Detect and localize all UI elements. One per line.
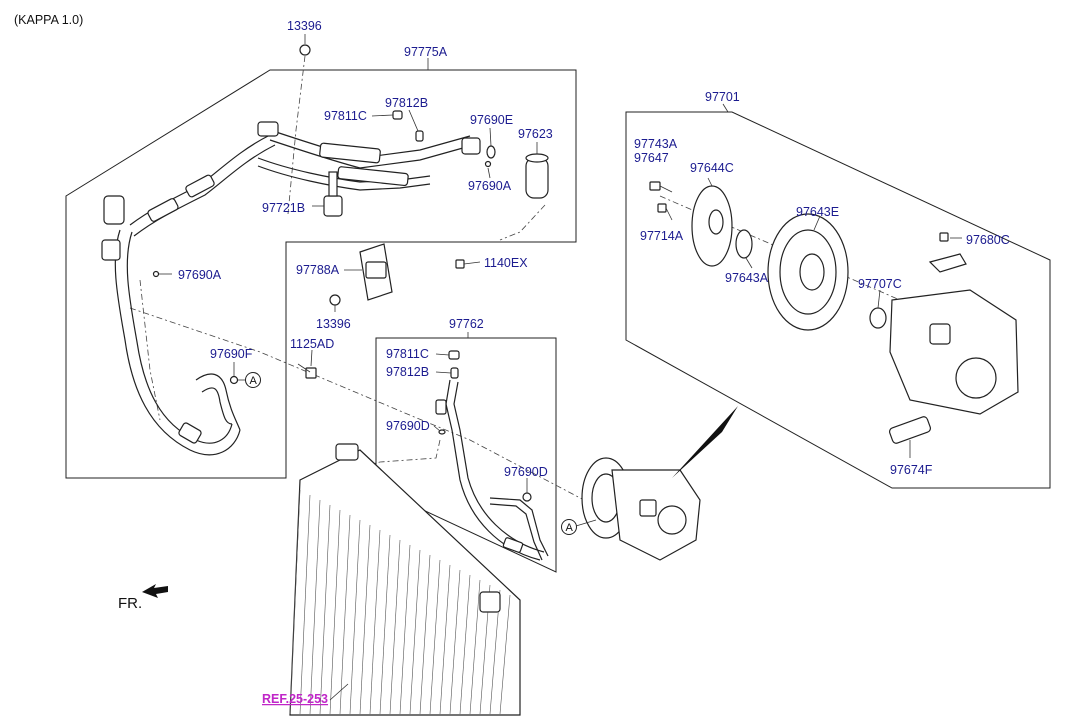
label-97690A-mid: 97690A — [468, 179, 512, 193]
connection-marker-a-upper: A — [245, 372, 261, 388]
label-97775A: 97775A — [404, 45, 448, 59]
valve-97812B-low — [450, 367, 459, 379]
label-97690F: 97690F — [210, 347, 253, 361]
label-97707C: 97707C — [858, 277, 902, 291]
oring-97690D-left — [438, 429, 446, 435]
align-line-left-drop — [139, 279, 161, 421]
group-box-97775A — [65, 69, 577, 479]
label-97812B-low: 97812B — [386, 365, 429, 379]
bracket-97788A — [359, 243, 393, 301]
bolt-97714A — [657, 203, 673, 221]
label-1125AD: 1125AD — [290, 337, 334, 351]
label-97701: 97701 — [705, 90, 740, 104]
label-97690D-right: 97690D — [504, 465, 548, 479]
cap-97811C-top — [392, 110, 403, 120]
label-97680C: 97680C — [966, 233, 1010, 247]
ref-25-253-link[interactable]: REF.25-253 — [262, 692, 328, 706]
condenser-fin — [319, 504, 331, 715]
oring-97690A-left — [152, 270, 160, 278]
align-line-13396 — [287, 55, 306, 215]
align-line-97762-low — [349, 439, 441, 471]
label-97644C: 97644C — [690, 161, 734, 175]
compressor-assembly — [581, 457, 701, 561]
condenser-fin — [309, 499, 321, 715]
receiver-drier-97623 — [525, 153, 549, 199]
clutch-hub-97644C — [691, 185, 733, 267]
label-97647: 97647 — [634, 151, 669, 165]
valve-97812B-top — [415, 130, 424, 142]
label-13396-top: 13396 — [287, 19, 322, 33]
oring-97690E — [486, 145, 496, 159]
label-97690E: 97690E — [470, 113, 513, 127]
oring-97690A-mid — [484, 160, 492, 168]
label-97674F: 97674F — [890, 463, 933, 477]
pulley-97643E — [767, 213, 849, 331]
compressor-pointer-arrow — [672, 406, 738, 478]
front-orientation-indicator: FR. — [118, 584, 168, 612]
condenser-fin — [419, 554, 431, 715]
label-97623: 97623 — [518, 127, 553, 141]
condenser-fin — [409, 549, 421, 715]
condenser-fin — [499, 594, 511, 715]
condenser-fin — [449, 569, 461, 715]
label-97643E: 97643E — [796, 205, 839, 219]
bolt-97743A — [649, 181, 673, 193]
label-1140EX: 1140EX — [484, 256, 528, 270]
label-97812B-top: 97812B — [385, 96, 428, 110]
condenser-fin — [389, 539, 401, 715]
label-97811C-top: 97811C — [324, 109, 367, 123]
nut-13396-top — [299, 44, 311, 56]
connection-marker-a-lower: A — [561, 519, 577, 535]
condenser-fin — [289, 489, 301, 715]
condenser-fin — [369, 529, 381, 715]
leader-lines — [159, 34, 962, 701]
align-line-receiver — [499, 204, 546, 241]
label-97762: 97762 — [449, 317, 484, 331]
label-97714A: 97714A — [640, 229, 684, 243]
valve-97674F — [888, 416, 932, 444]
condenser-fin — [329, 509, 341, 715]
condenser-radiator — [289, 443, 521, 716]
coil-97707C — [869, 307, 887, 329]
bolt-1125AD — [297, 363, 317, 379]
condenser-fin — [299, 494, 311, 715]
cap-97811C-low — [448, 350, 460, 360]
variant-title: (KAPPA 1.0) — [14, 13, 83, 27]
snap-ring-97643A — [735, 229, 753, 259]
front-label: FR. — [118, 595, 142, 612]
group-box-97762 — [375, 337, 557, 573]
nut-13396-mid — [329, 294, 341, 306]
condenser-fin — [429, 559, 441, 715]
oring-97690F — [229, 375, 239, 385]
screw-97680C — [928, 232, 967, 273]
label-97643A: 97643A — [725, 271, 769, 285]
hose-assembly-97762 — [435, 379, 549, 561]
group-box-97701 — [625, 111, 1051, 489]
condenser-fin — [469, 579, 481, 715]
svg-text:A: A — [566, 522, 574, 534]
label-97743A: 97743A — [634, 137, 678, 151]
condenser-fin — [439, 564, 451, 715]
svg-text:A: A — [250, 375, 258, 387]
hose-assembly-97775A — [101, 121, 481, 456]
label-13396-mid: 13396 — [316, 317, 351, 331]
align-line-hose-to-condenser — [129, 307, 585, 501]
label-97721B: 97721B — [262, 201, 305, 215]
condenser-fin — [459, 574, 471, 715]
compressor-body-97701 — [889, 289, 1019, 415]
condenser-fin — [339, 514, 351, 715]
front-arrow-icon — [142, 584, 168, 598]
label-97811C-low: 97811C — [386, 347, 429, 361]
label-97690A-left: 97690A — [178, 268, 222, 282]
oring-97690D-right — [522, 492, 532, 502]
condenser-fin — [379, 534, 391, 715]
label-97690D-left: 97690D — [386, 419, 430, 433]
condenser-fin — [399, 544, 411, 715]
label-97788A: 97788A — [296, 263, 340, 277]
bolt-1140EX — [455, 259, 481, 269]
condenser-fin — [359, 524, 371, 715]
condenser-fin — [349, 519, 361, 715]
